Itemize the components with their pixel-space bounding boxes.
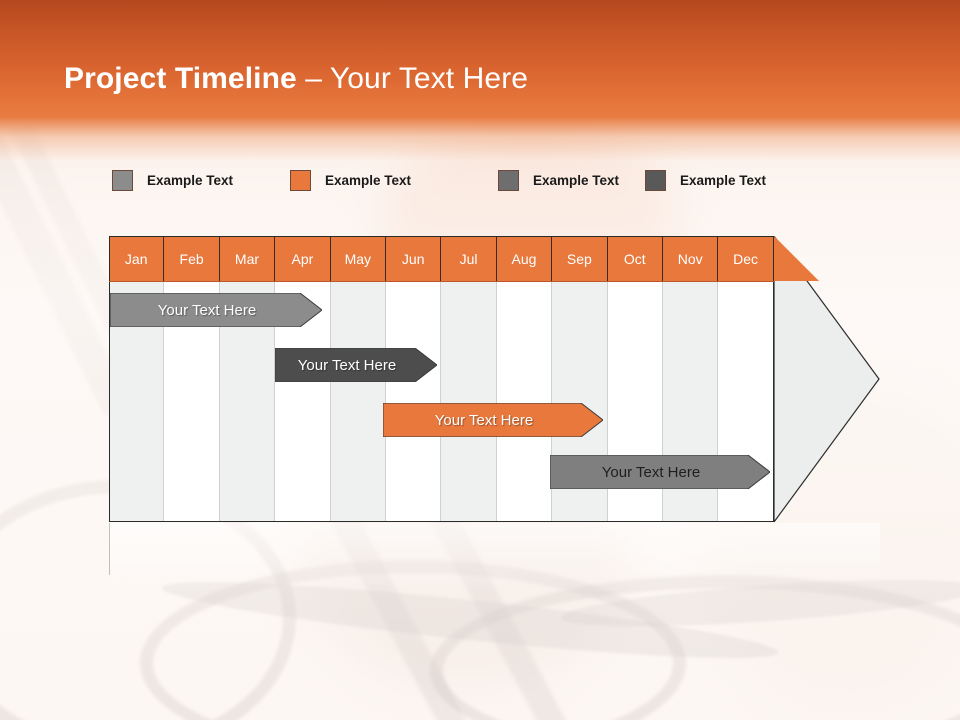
- bar-chevron: [382, 402, 604, 438]
- legend-item-1: Example Text: [290, 168, 411, 192]
- bar-shape: [109, 292, 323, 328]
- legend-swatch-icon: [112, 169, 133, 191]
- column-body: [109, 236, 165, 522]
- bar-chevron: [109, 292, 323, 328]
- timeline-column-jul: Jul: [441, 236, 497, 522]
- legend-swatch-icon: [290, 169, 311, 191]
- bar-chevron: [549, 454, 771, 490]
- bar-shape: [549, 454, 771, 490]
- column-separator: [606, 236, 608, 522]
- chart-reflection-edge: [109, 523, 110, 575]
- month-header-jun[interactable]: Jun: [386, 236, 442, 281]
- legend-label: Example Text: [325, 172, 412, 188]
- month-header-nov[interactable]: Nov: [663, 236, 719, 281]
- column-separator: [551, 236, 553, 522]
- month-header-aug[interactable]: Aug: [496, 236, 553, 281]
- page-title-bold: Project Timeline: [64, 62, 297, 95]
- title-band: [0, 0, 960, 118]
- timeline-column-feb: Feb: [164, 236, 220, 522]
- page-title-light: – Your Text Here: [296, 62, 529, 95]
- legend-swatch-icon: [498, 169, 519, 191]
- legend-label: Example Text: [533, 172, 620, 188]
- legend-item-3: Example Text: [645, 168, 766, 192]
- timeline-arrow-tip: [773, 234, 880, 524]
- month-header-sep[interactable]: Sep: [552, 236, 608, 281]
- column-separator: [717, 236, 719, 522]
- month-header-apr[interactable]: Apr: [275, 236, 331, 281]
- timeline-bar-2[interactable]: Your Text Here: [382, 402, 604, 438]
- bar-shape: [274, 347, 438, 383]
- month-header-may[interactable]: May: [330, 236, 386, 281]
- month-header-jul[interactable]: Jul: [441, 236, 497, 281]
- column-separator: [495, 236, 497, 522]
- month-header-mar[interactable]: Mar: [219, 236, 276, 281]
- timeline-column-jan: Jan: [109, 236, 165, 522]
- column-body: [164, 236, 220, 522]
- column-separator: [163, 236, 165, 522]
- month-header-oct[interactable]: Oct: [607, 236, 663, 281]
- timeline-bar-3[interactable]: Your Text Here: [549, 454, 771, 490]
- month-header-feb[interactable]: Feb: [164, 236, 220, 281]
- legend: Example Text Example Text Example Text Exam…: [112, 168, 812, 192]
- legend-label: Example Text: [680, 172, 767, 188]
- column-separator: [218, 236, 220, 522]
- column-separator: [440, 236, 442, 522]
- timeline-bar-0[interactable]: Your Text Here: [109, 292, 323, 328]
- bar-chevron: [274, 347, 438, 383]
- arrow-tip-orange-cap: [774, 236, 819, 281]
- timeline-column-aug: Aug: [496, 236, 553, 522]
- arrow-tip-triangle: [773, 234, 880, 524]
- column-body: [496, 236, 553, 522]
- page-title: Project Timeline – Your Text Here: [64, 62, 528, 96]
- timeline-column-mar: Mar: [219, 236, 276, 522]
- month-header-dec[interactable]: Dec: [718, 236, 774, 281]
- legend-item-2: Example Text: [498, 168, 619, 192]
- legend-item-0: Example Text: [112, 168, 233, 192]
- column-body: [219, 236, 276, 522]
- timeline-bar-1[interactable]: Your Text Here: [274, 347, 438, 383]
- legend-swatch-icon: [645, 169, 666, 191]
- column-separator: [661, 236, 663, 522]
- column-body: [441, 236, 497, 522]
- legend-label: Example Text: [147, 172, 234, 188]
- bar-shape: [382, 402, 604, 438]
- arrow-tip-svg: [773, 234, 880, 524]
- month-header-jan[interactable]: Jan: [109, 236, 165, 281]
